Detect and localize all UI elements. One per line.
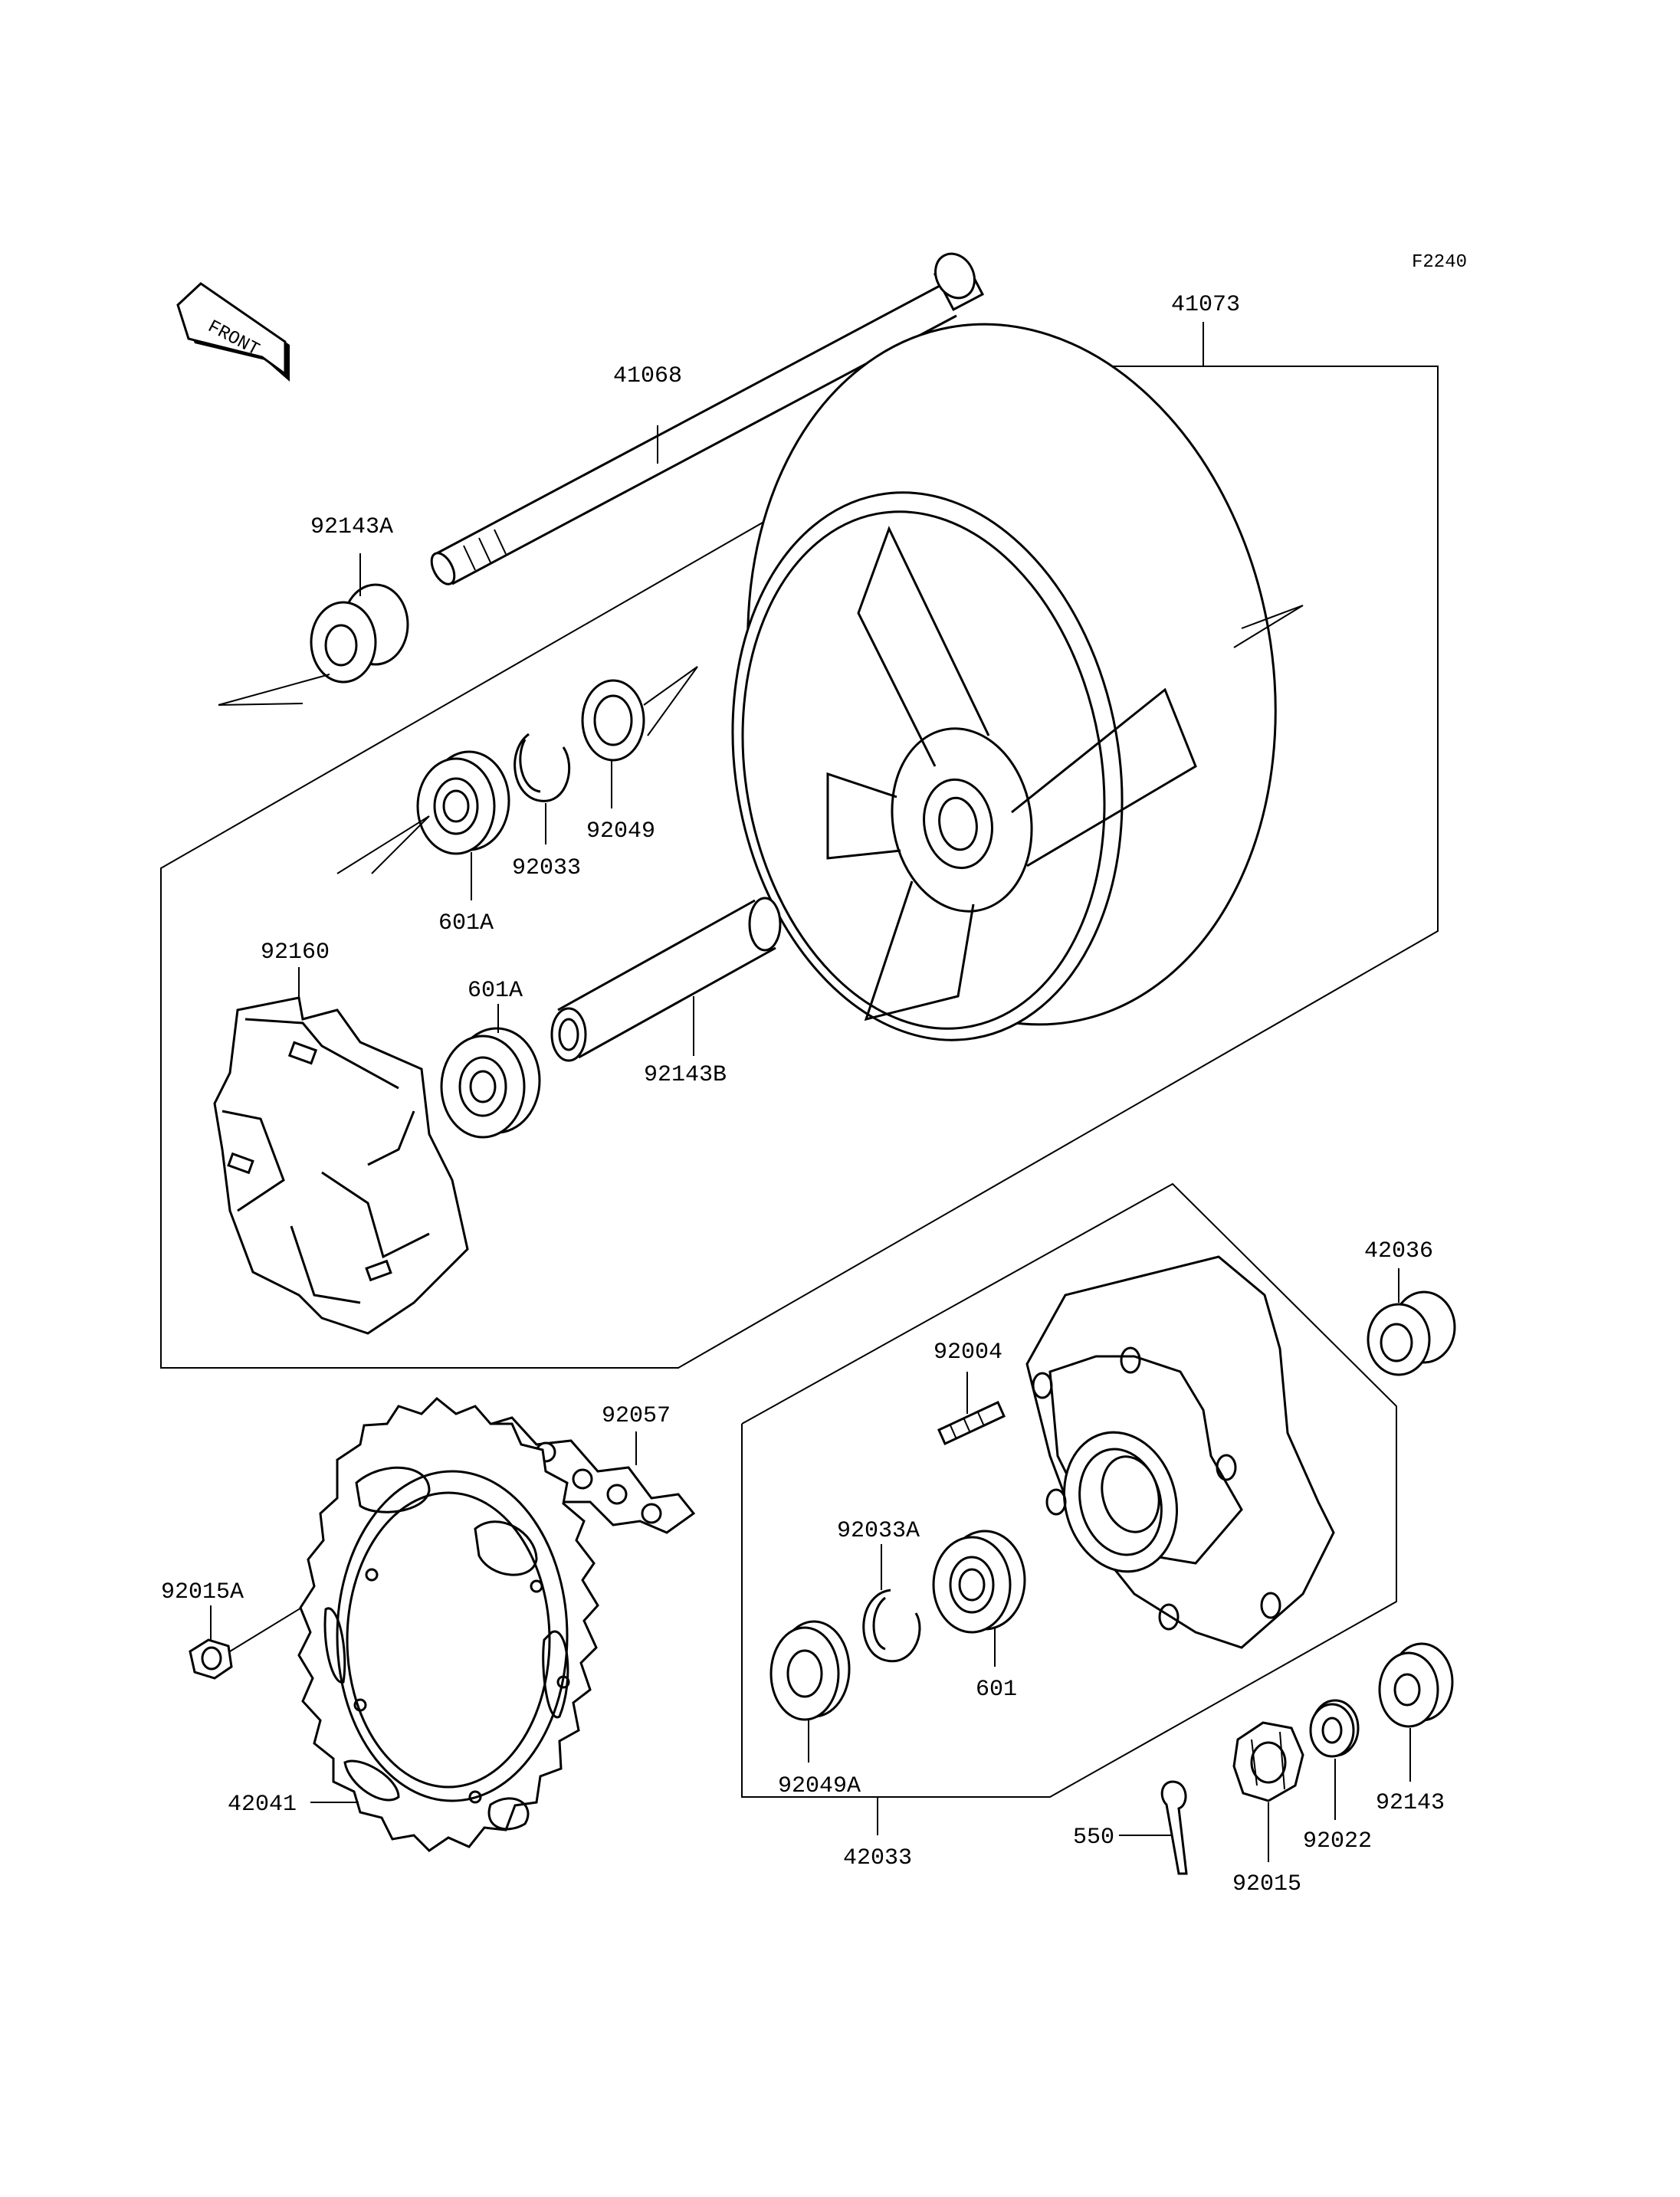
sprocket-42041 (297, 1396, 599, 1852)
wheel-assembly-outline (160, 366, 1439, 1369)
callout-92033: 92033 (512, 855, 581, 881)
bearing-601A-upper (336, 750, 510, 900)
callout-42036: 42036 (1364, 1238, 1433, 1264)
spacer-92143A (218, 553, 409, 706)
callout-601: 601 (976, 1677, 1017, 1703)
bearing-601A-lower (440, 1004, 541, 1139)
collar-42036 (1367, 1268, 1456, 1376)
callout-92049A: 92049A (778, 1773, 861, 1799)
callout-601A-upper: 601A (438, 910, 494, 936)
callout-92143A: 92143A (310, 514, 393, 540)
figure-code: F2240 (1412, 252, 1467, 273)
rear-wheel-41073 (731, 323, 1304, 1041)
castle-nut-92015 (1232, 1721, 1304, 1862)
callout-601A-lower: 601A (468, 978, 523, 1004)
callout-92015A: 92015A (161, 1579, 244, 1605)
damper-92160 (213, 967, 469, 1335)
rear-hub (1025, 1255, 1335, 1649)
circlip-92033 (514, 733, 571, 844)
cotter-pin-550 (1119, 1780, 1188, 1875)
callout-92004: 92004 (934, 1340, 1002, 1366)
circlip-92033A (862, 1544, 921, 1662)
callout-92049: 92049 (586, 818, 655, 844)
callout-92022: 92022 (1303, 1828, 1372, 1854)
front-direction-icon: FRONT (176, 282, 290, 382)
hub-assembly-outline (741, 1182, 1397, 1798)
callout-41073: 41073 (1171, 292, 1240, 318)
callout-92033A: 92033A (837, 1518, 920, 1544)
collar-92143B (550, 897, 782, 1062)
collar-92143 (1378, 1642, 1454, 1782)
oil-seal-92049 (581, 666, 698, 808)
callout-42041: 42041 (228, 1792, 297, 1818)
callout-92057: 92057 (602, 1403, 671, 1429)
stud-92004 (937, 1372, 1006, 1446)
callout-550: 550 (1073, 1825, 1114, 1851)
bearing-601 (932, 1530, 1026, 1667)
callout-92160: 92160 (261, 939, 330, 966)
callout-42033: 42033 (843, 1845, 912, 1871)
callout-41068: 41068 (613, 363, 682, 389)
washer-92022 (1309, 1699, 1360, 1820)
oil-seal-92049A (769, 1620, 851, 1763)
callout-92015: 92015 (1232, 1871, 1301, 1897)
callout-92143B: 92143B (644, 1062, 727, 1088)
callout-92143: 92143 (1376, 1790, 1445, 1816)
